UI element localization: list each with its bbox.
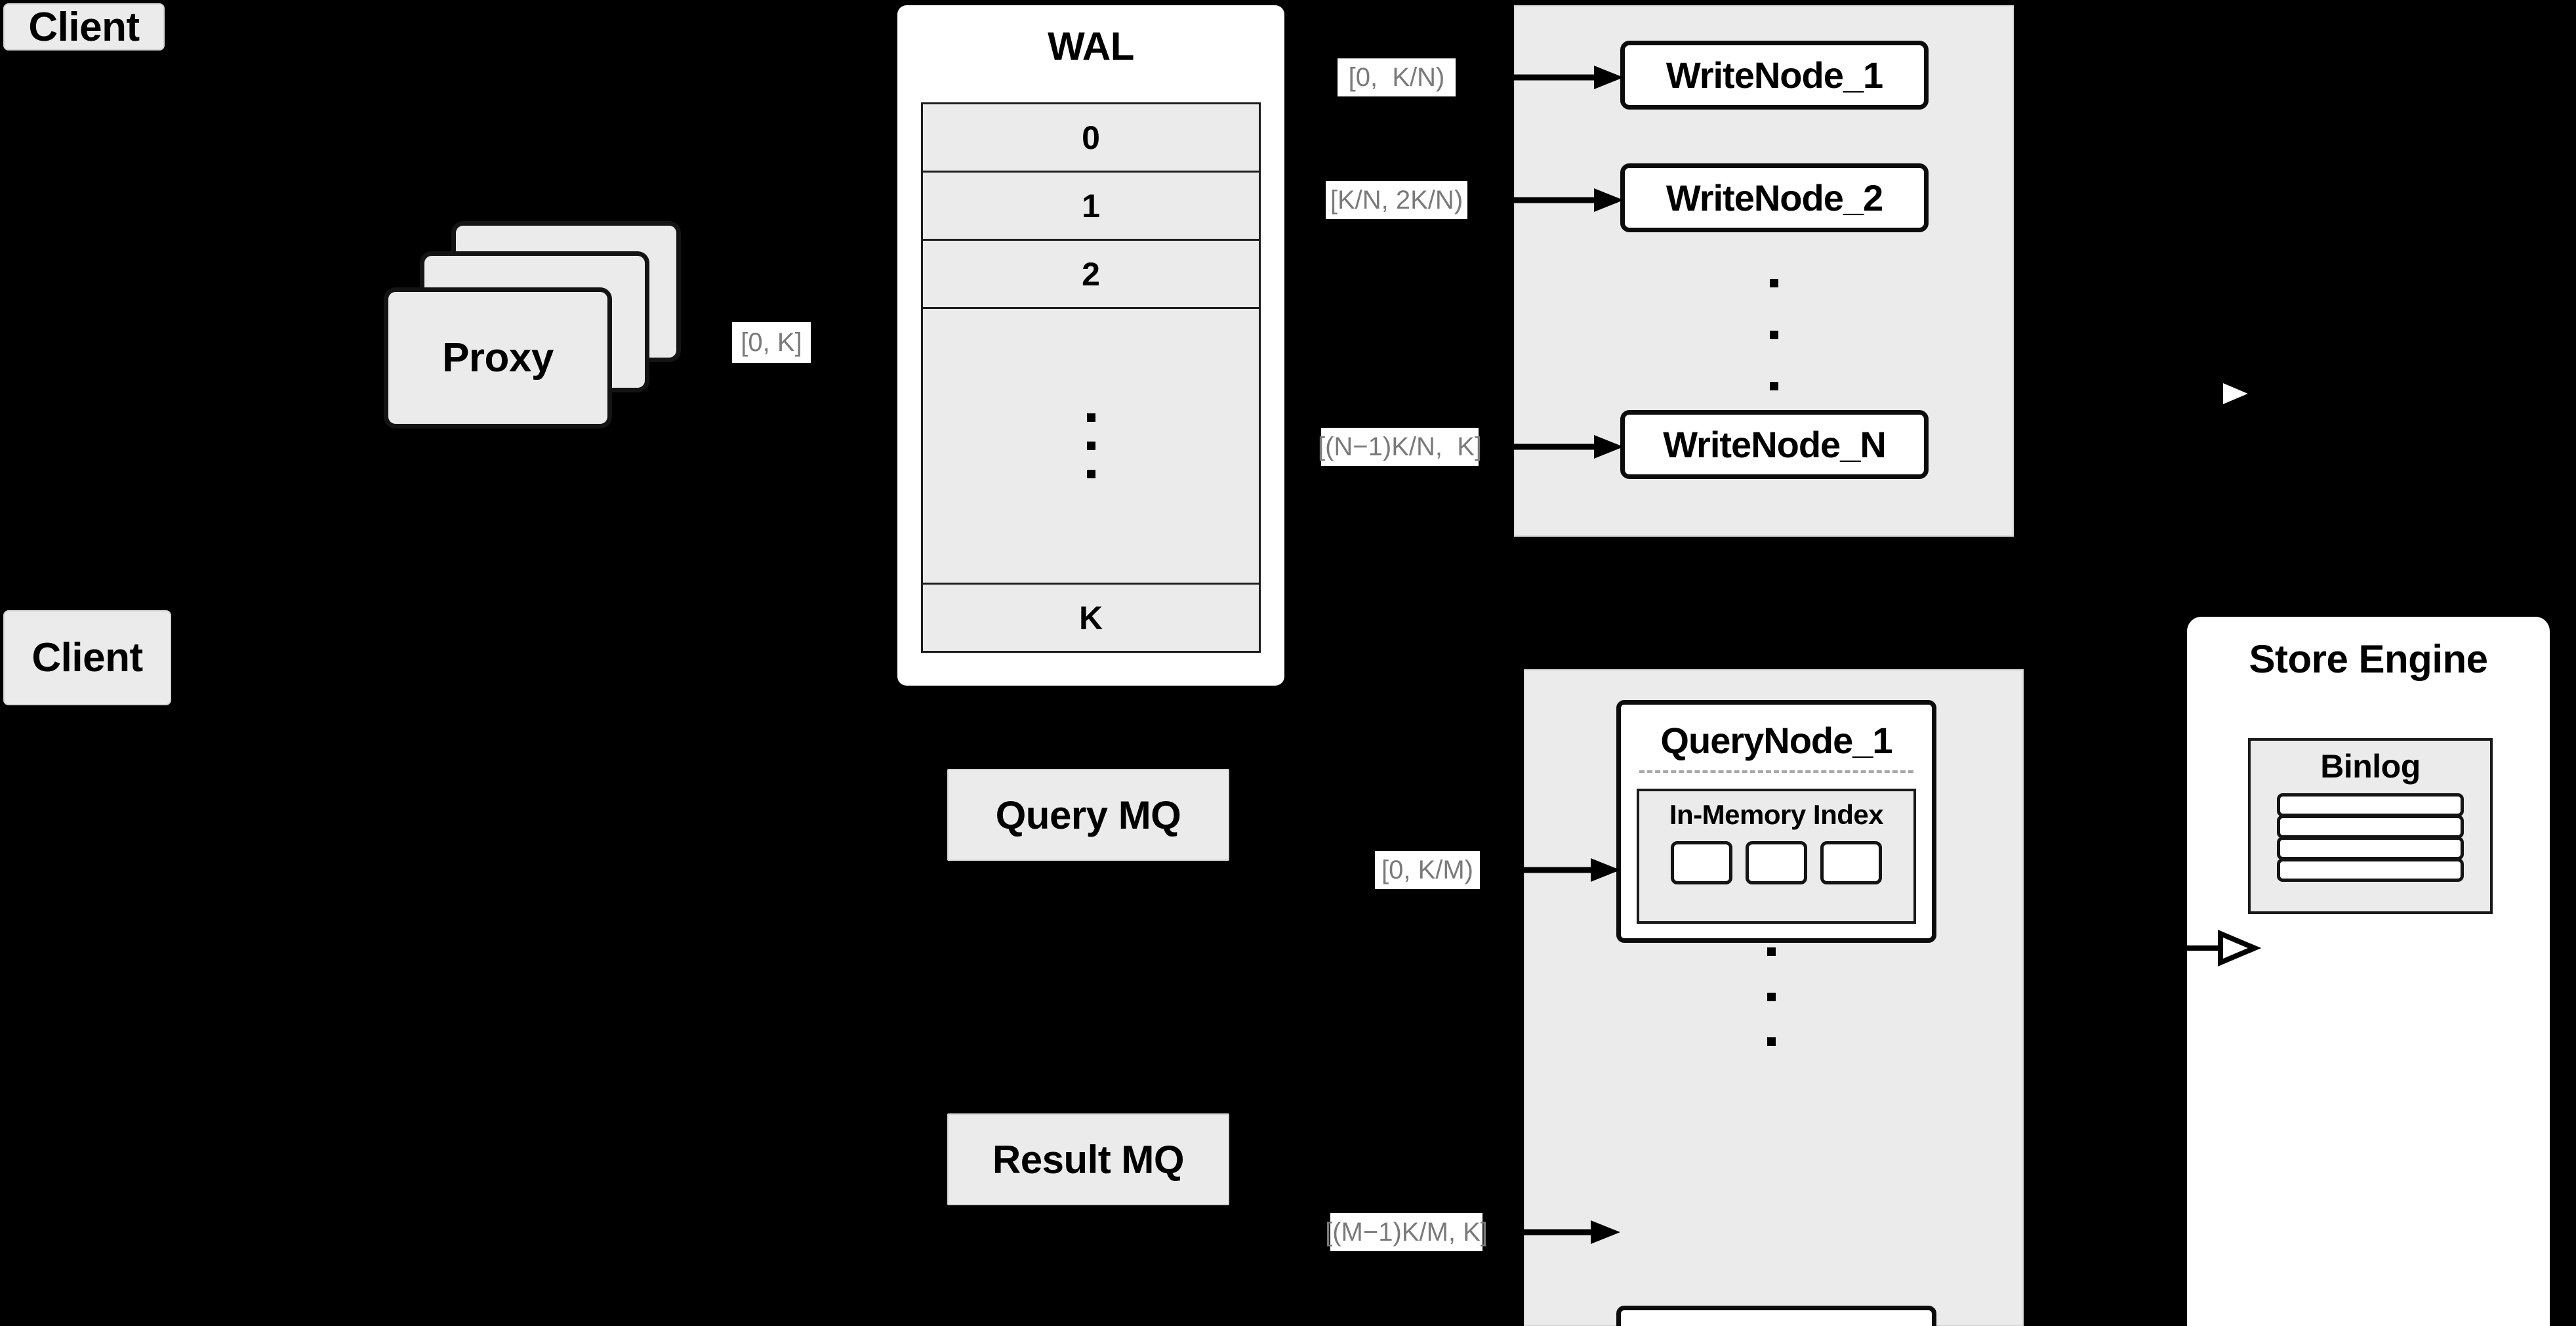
query-mq-box: Query MQ: [947, 769, 1229, 861]
query-node-divider: [1639, 770, 1913, 773]
write-node-1[interactable]: WriteNode_1: [1620, 41, 1929, 110]
write-node-n[interactable]: WriteNode_N: [1620, 410, 1929, 479]
arrow-to-write-node-n: [1489, 435, 1624, 459]
arrow-to-binlog: [2186, 375, 2262, 413]
write-node-ellipsis: [1767, 279, 1780, 390]
write-node-2-range-label: [K/N, 2K/N): [1326, 181, 1467, 219]
wal-row-ellipsis: [923, 309, 1259, 585]
arrow-to-query-node-1: [1492, 858, 1620, 882]
result-mq-label: Result MQ: [992, 1137, 1185, 1182]
wal-row: K: [1078, 599, 1103, 636]
query-node-title: QueryNode_1: [1660, 720, 1892, 761]
write-node-label: WriteNode_1: [1666, 54, 1883, 96]
wal-table: 0 1 2 K: [921, 102, 1261, 653]
binlog-panel: Binlog: [2248, 738, 2493, 914]
write-node-2[interactable]: WriteNode_2: [1620, 163, 1929, 232]
in-memory-index-title: In-Memory Index: [1669, 799, 1884, 830]
index-cell: [1671, 841, 1732, 884]
ellipsis-dot: [1769, 382, 1778, 390]
wal-row: 2: [923, 241, 1259, 309]
binlog-row: [2277, 858, 2464, 882]
write-node-label: WriteNode_2: [1666, 177, 1883, 218]
client-box-2: Client: [3, 610, 171, 705]
in-memory-index-panel: In-Memory Index: [1637, 789, 1916, 924]
wal-row: 1: [923, 173, 1259, 241]
ellipsis-dot: [1086, 470, 1095, 478]
wal-panel: WAL 0 1 2 K: [897, 5, 1284, 686]
proxy-label: Proxy: [442, 335, 554, 381]
client-label: Client: [28, 4, 140, 50]
ellipsis-dot: [1767, 947, 1776, 956]
query-node-1[interactable]: QueryNode_1 In-Memory Index: [1616, 700, 1936, 943]
index-cell: [1746, 841, 1807, 884]
wal-row: 0: [923, 104, 1259, 173]
client-box-1: Client: [3, 3, 165, 51]
store-engine-panel: Store Engine Binlog Index: [2187, 617, 2550, 1326]
arrow-to-index: [2186, 929, 2262, 967]
binlog-rows: [2277, 793, 2464, 882]
binlog-row: [2277, 837, 2464, 860]
query-node-1-range-label: [0, K/M): [1375, 851, 1480, 889]
ellipsis-dot: [1769, 330, 1778, 339]
client-label: Client: [31, 635, 143, 680]
ellipsis-dot: [1769, 279, 1778, 287]
arrow-to-write-node-2: [1489, 188, 1624, 212]
in-memory-index-cells: [1671, 841, 1882, 884]
query-node-ellipsis: [1765, 947, 1778, 1046]
result-mq-box: Result MQ: [947, 1113, 1229, 1205]
binlog-row: [2277, 815, 2464, 839]
arrow-to-write-node-1: [1489, 66, 1624, 89]
store-engine-title: Store Engine: [2249, 637, 2488, 681]
ellipsis-dot: [1086, 413, 1095, 422]
binlog-row: [2277, 793, 2464, 817]
binlog-title: Binlog: [2320, 748, 2421, 785]
write-node-label: WriteNode_N: [1663, 424, 1887, 465]
wal-title: WAL: [1048, 24, 1134, 68]
write-node-1-range-label: [0, K/N): [1338, 58, 1456, 96]
ellipsis-dot: [1767, 1037, 1776, 1046]
arrow-to-query-node-m: [1492, 1220, 1620, 1244]
query-mq-label: Query MQ: [995, 793, 1181, 837]
index-cell: [1820, 841, 1882, 884]
proxy-card-front[interactable]: Proxy: [384, 287, 612, 428]
query-node-m[interactable]: QueryNode_1 In-Memory Index: [1616, 1306, 1936, 1326]
ellipsis-dot: [1767, 992, 1776, 1001]
query-node-m-range-label: [(M−1)K/M, K]: [1325, 1213, 1488, 1251]
proxy-range-label: [0, K]: [732, 322, 811, 363]
ellipsis-dot: [1086, 442, 1095, 450]
write-node-n-range-label: [(N−1)K/N, K]: [1318, 428, 1482, 466]
